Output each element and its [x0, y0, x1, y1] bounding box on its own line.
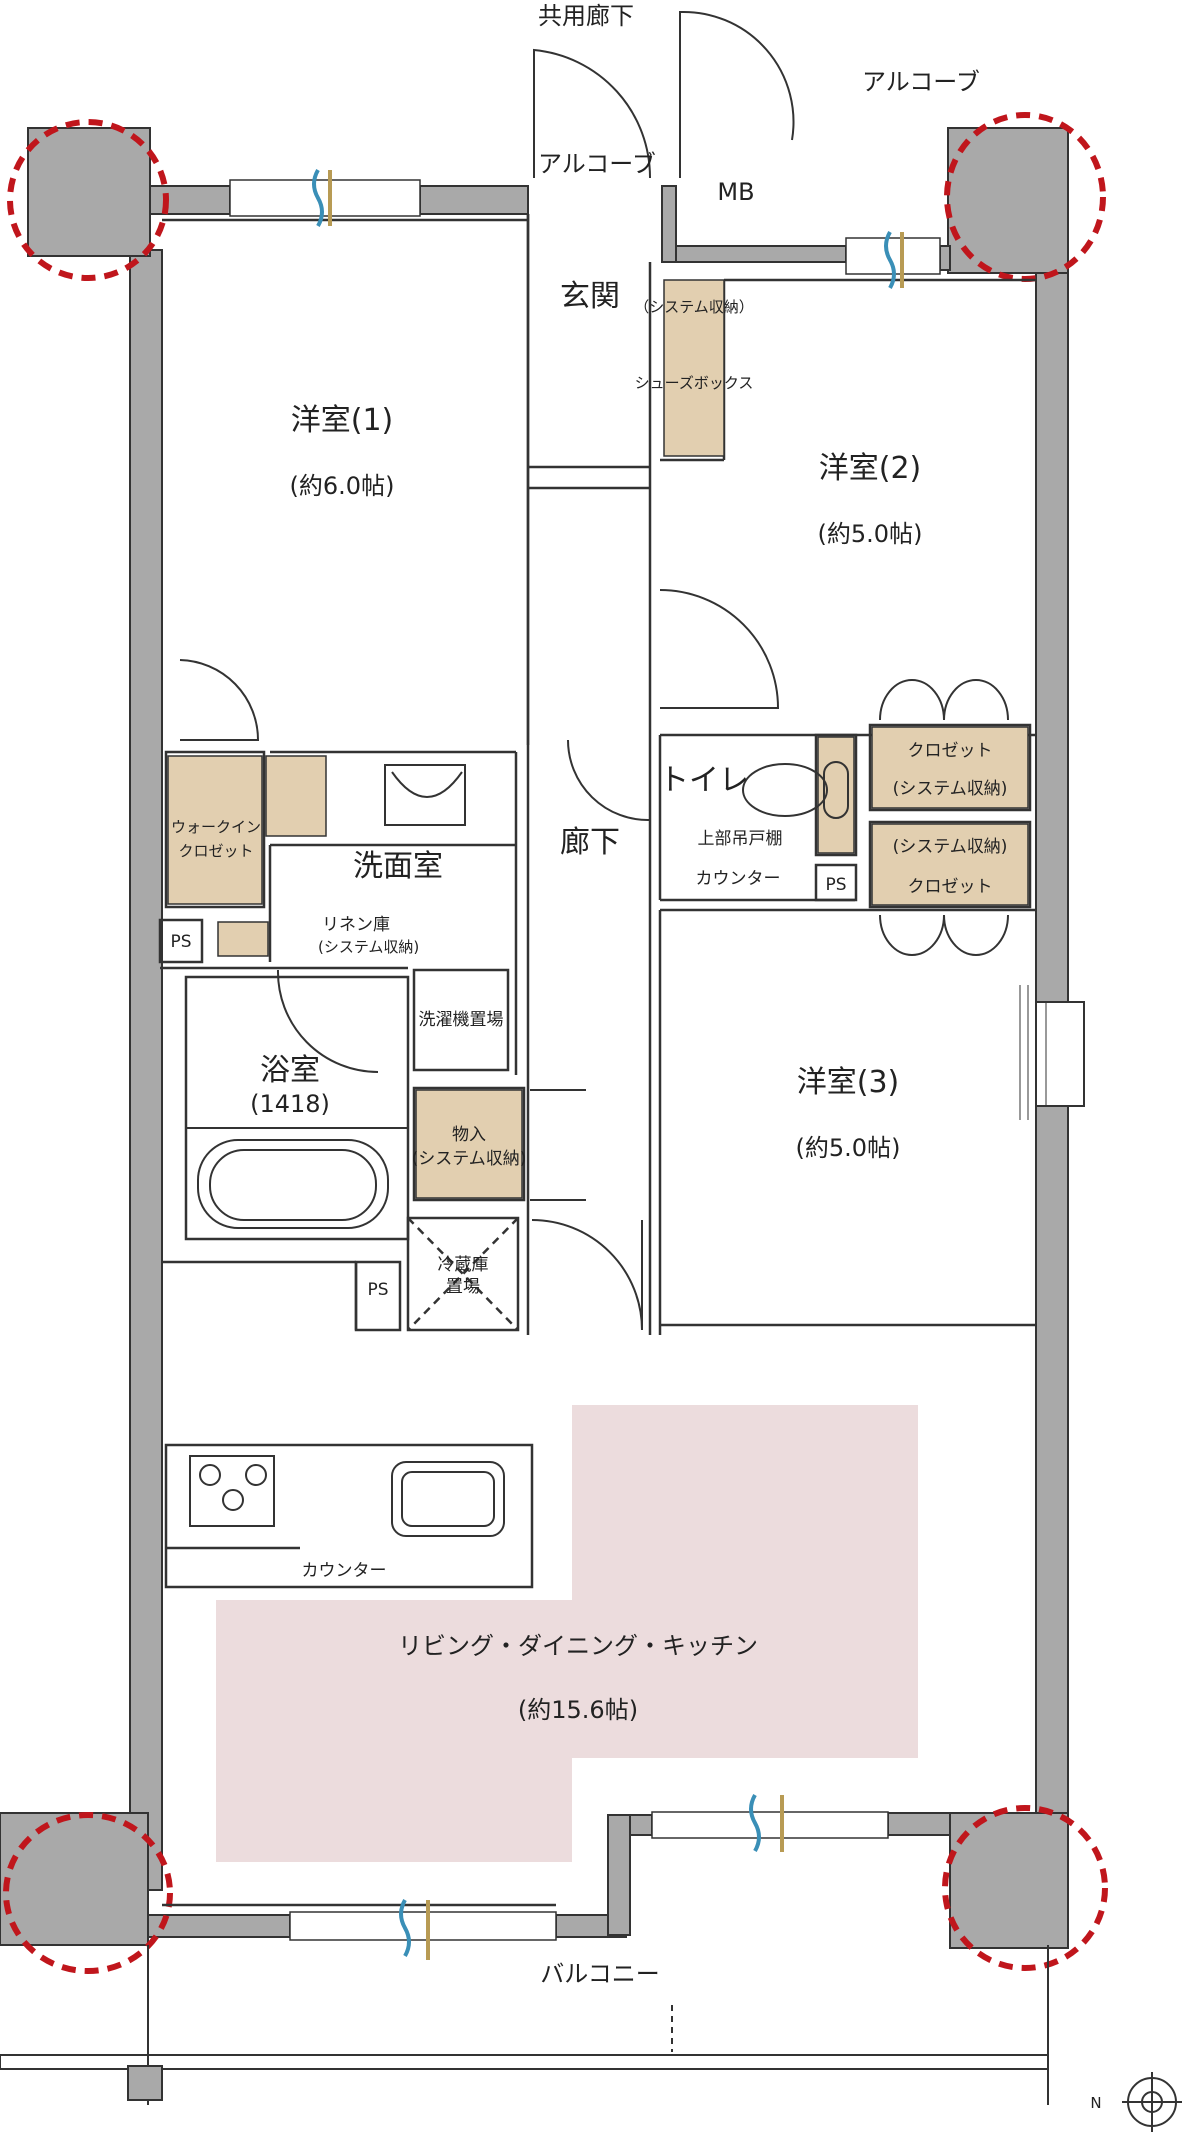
- fridge-label-2: 置場: [446, 1277, 480, 1297]
- bath-size: (1418): [250, 1090, 330, 1118]
- fridge-label-1: 冷蔵庫: [438, 1255, 489, 1275]
- ldk-label: リビング・ダイニング・キッチン: [398, 1632, 758, 1660]
- ps-label-3: PS: [825, 875, 846, 895]
- right-window-frame: [1035, 1001, 1085, 1107]
- compass-n-label: N: [1090, 2094, 1101, 2112]
- room3-size: (約5.0帖): [796, 1134, 901, 1162]
- counter-kitchen-label: カウンター: [302, 1561, 387, 1581]
- alcove-top-label: アルコーブ: [862, 68, 980, 96]
- walk-in-label-2: クロゼット: [178, 842, 253, 860]
- upper-shelf-label: 上部吊戸棚: [698, 829, 783, 849]
- linen-label-2: (システム収納): [318, 938, 419, 956]
- washroom-label: 洗面室: [353, 849, 443, 884]
- room1-label: 洋室(1): [291, 403, 394, 438]
- storage-label-2: (システム収納): [412, 1149, 527, 1169]
- bath-label: 浴室: [260, 1053, 320, 1088]
- closet-b-label-1: (システム収納): [893, 837, 1008, 857]
- room2-label: 洋室(2): [819, 451, 922, 486]
- toilet-label: トイレ: [659, 763, 749, 798]
- walk-in-label-1: ウォークイン: [171, 818, 261, 836]
- common-corridor-label: 共用廊下: [538, 2, 634, 30]
- shoe-box-label-1: （システム収納）: [634, 298, 754, 316]
- closet-a-label-1: クロゼット: [908, 741, 993, 761]
- shoe-box-label-2: シューズボックス: [635, 374, 754, 392]
- mb-label: MB: [717, 178, 754, 206]
- storage-label-1: 物入: [452, 1125, 486, 1145]
- compass-icon: [1122, 2072, 1182, 2132]
- balcony-label: バルコニー: [540, 1960, 660, 1988]
- washer-label: 洗濯機置場: [419, 1010, 504, 1030]
- vent-marks: [312, 169, 904, 1960]
- counter-toilet-label: カウンター: [696, 869, 781, 889]
- ldk-size: (約15.6帖): [518, 1696, 638, 1724]
- balcony-outline: [0, 1945, 1049, 2105]
- fixtures: [186, 761, 849, 1537]
- hallway-label: 廊下: [560, 825, 620, 860]
- entrance-label: 玄関: [560, 279, 620, 314]
- ps-label-2: PS: [367, 1280, 388, 1300]
- closet-b-label-2: クロゼット: [908, 877, 993, 897]
- doors: [179, 10, 1009, 1331]
- ps-label-1: PS: [170, 932, 191, 952]
- closet-a-label-2: (システム収納): [893, 779, 1008, 799]
- linen-label-1: リネン庫: [322, 915, 390, 935]
- ldk-highlight: [216, 1405, 918, 1862]
- storage-fills: [167, 279, 1029, 1199]
- room3-label: 洋室(3): [797, 1065, 900, 1100]
- alcove-left-label: アルコーブ: [538, 150, 656, 178]
- room1-size: (約6.0帖): [290, 472, 395, 500]
- room2-size: (約5.0帖): [818, 520, 923, 548]
